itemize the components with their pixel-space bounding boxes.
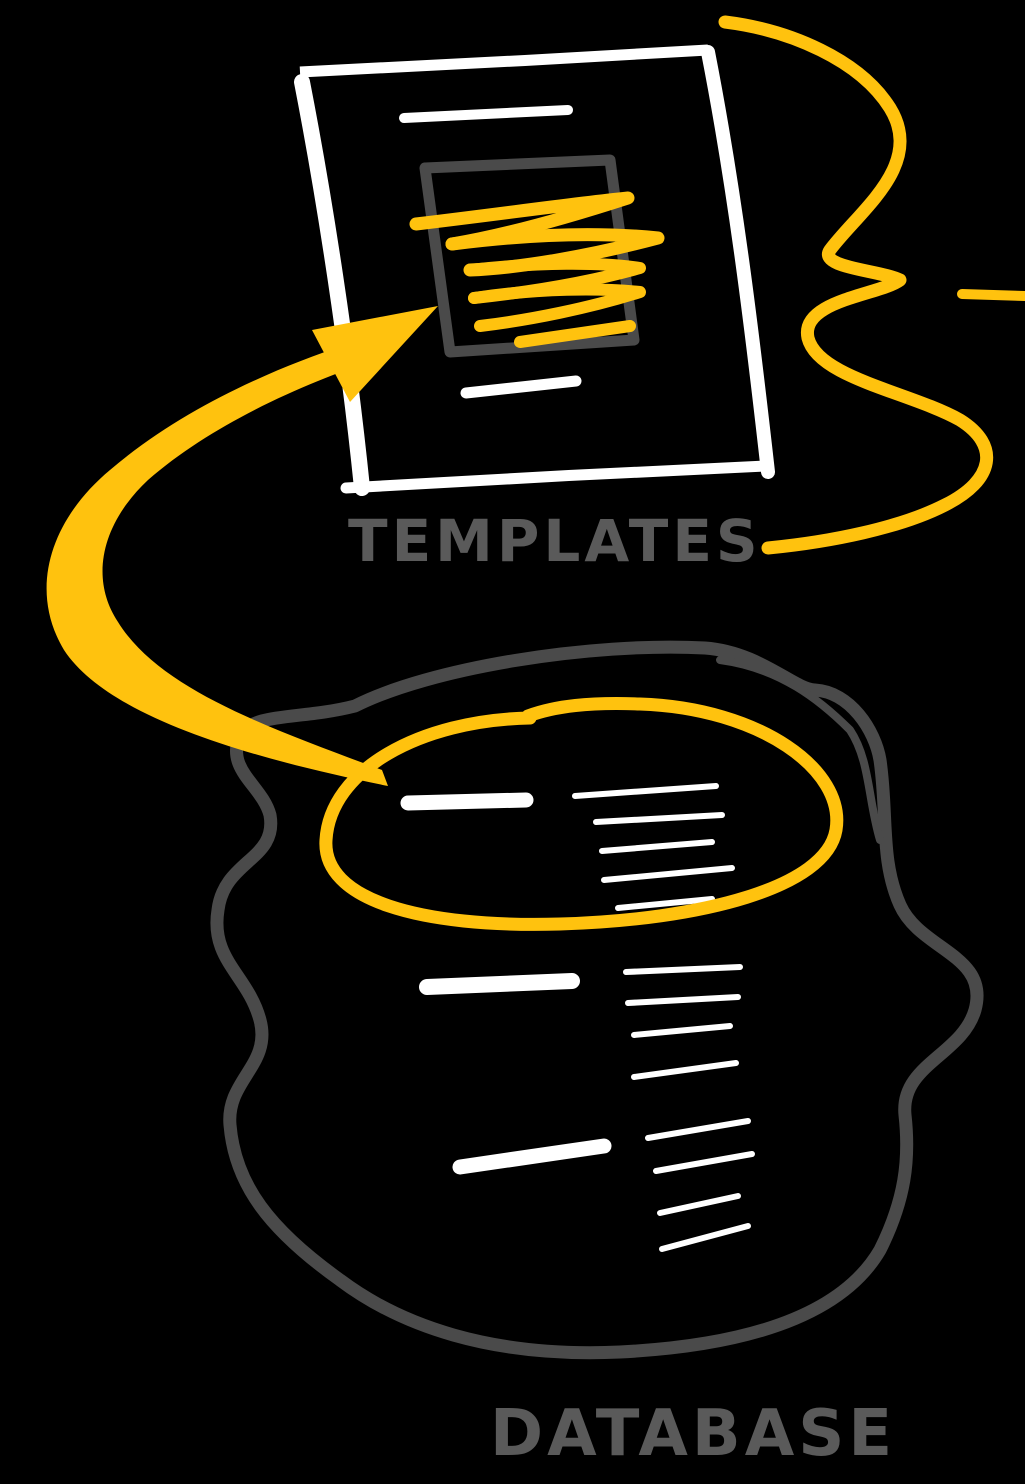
record-value-13: [662, 1226, 748, 1249]
record-key-3: [460, 1146, 604, 1167]
database-label: DATABASE: [490, 1402, 896, 1466]
record-value-1: [575, 786, 716, 796]
record-value-7: [628, 997, 738, 1003]
record-value-6: [626, 967, 740, 972]
record-value-2: [596, 815, 722, 822]
record-value-8: [634, 1026, 730, 1035]
record-value-9: [634, 1063, 736, 1077]
record-key-1: [408, 800, 526, 803]
record-key-2: [427, 981, 572, 987]
templates-label: TEMPLATES: [348, 512, 762, 570]
record-value-4: [604, 868, 732, 880]
record-value-3: [602, 842, 712, 851]
record-value-11: [656, 1154, 752, 1171]
database-highlight-circle: [326, 704, 837, 925]
record-value-10: [648, 1121, 748, 1138]
database-records: [408, 786, 752, 1249]
record-value-12: [660, 1196, 738, 1213]
